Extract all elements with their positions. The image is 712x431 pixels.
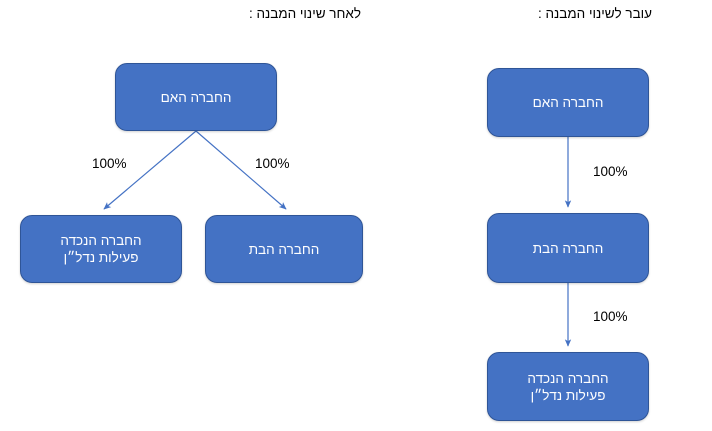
after-edge-label-parent-to-grandchild: 100% — [92, 156, 127, 171]
after-node-parent-company[interactable]: החברה האם — [115, 63, 277, 131]
before-structure-title: עובר לשינוי המבנה : — [537, 6, 653, 21]
after-structure-title: לאחר שינוי המבנה : — [248, 6, 362, 21]
after-node-subsidiary-company[interactable]: החברה הבת — [205, 215, 363, 283]
after-edge-label-parent-to-subsidiary: 100% — [255, 156, 290, 171]
before-node-parent-company[interactable]: החברה האם — [487, 68, 649, 137]
before-node-grandchild-company[interactable]: החברה הנכדה פעילות נדל״ן — [487, 352, 649, 421]
after-node-grandchild-company[interactable]: החברה הנכדה פעילות נדל״ן — [20, 215, 182, 283]
before-edge-label-parent-to-subsidiary: 100% — [593, 164, 628, 179]
before-edge-label-subsidiary-to-grandchild: 100% — [593, 309, 628, 324]
before-node-subsidiary-company[interactable]: החברה הבת — [487, 213, 649, 283]
